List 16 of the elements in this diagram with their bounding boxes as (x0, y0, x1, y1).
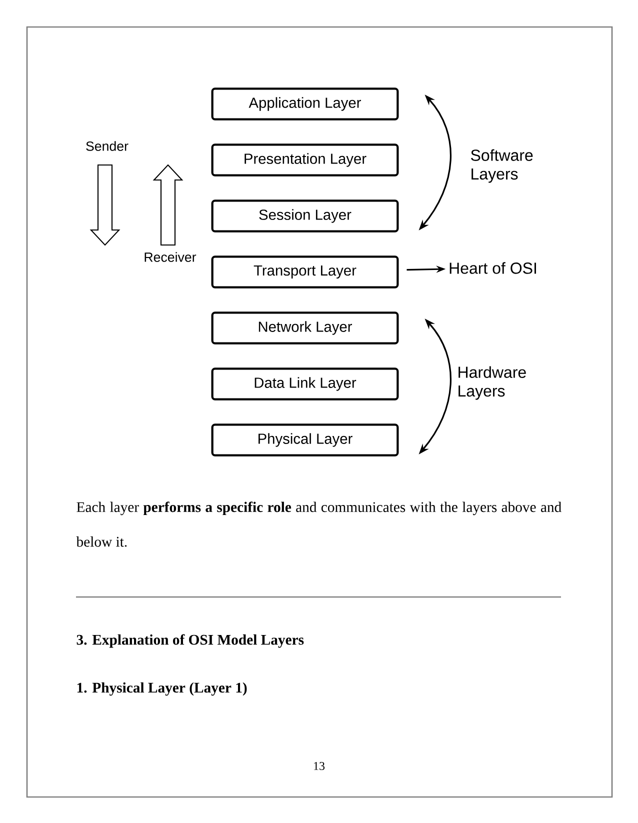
arrow-label: Receiver (144, 252, 196, 262)
layer-box: Session Layer (211, 200, 399, 232)
section-heading: 1. Physical Layer (Layer 1) (77, 682, 247, 696)
layer-box: Data Link Layer (211, 368, 399, 400)
page-number: 13 (314, 762, 325, 770)
layer-box: Network Layer (211, 312, 399, 344)
bracket-label: Software Layers (471, 149, 533, 183)
arrow-label: Sender (86, 141, 128, 151)
layer-box: Transport Layer (211, 256, 399, 288)
section-heading: 3. Explanation of OSI Model Layers (76, 634, 304, 648)
bracket-label: Hardware Layers (458, 366, 526, 400)
layer-box: Physical Layer (211, 424, 399, 456)
layer-box: Application Layer (211, 88, 399, 120)
annotation-text: Heart of OSI (450, 262, 536, 274)
paragraph: Each layer performs a specific role and communicates with the layers above and below it. (76, 502, 562, 547)
layer-box: Presentation Layer (211, 144, 399, 176)
